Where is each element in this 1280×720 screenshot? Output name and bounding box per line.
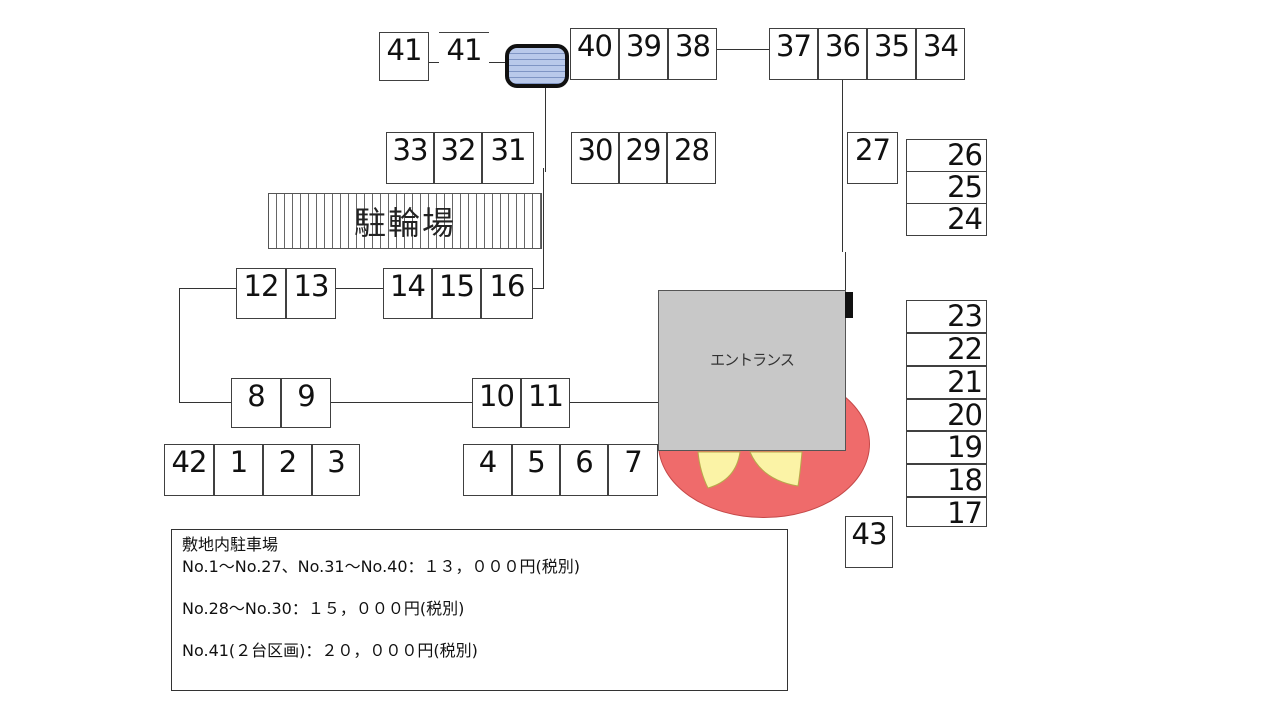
parking-spot-40: 40 <box>570 28 619 80</box>
parking-spot-23: 23 <box>906 300 987 333</box>
parking-spot-4: 4 <box>463 444 512 496</box>
parking-spot-7: 7 <box>608 444 658 496</box>
path-line <box>842 80 843 252</box>
parking-spot-1: 1 <box>214 444 263 496</box>
parking-spot-2: 2 <box>263 444 312 496</box>
parking-spot-34: 34 <box>916 28 965 80</box>
info-line-3: No.41(２台区画)：２０，０００円(税別) <box>182 641 478 660</box>
path-line <box>335 288 383 289</box>
plant-leaf-left <box>697 451 741 489</box>
path-line <box>533 288 544 289</box>
parking-spot-38: 38 <box>668 28 717 80</box>
path-line <box>845 252 846 292</box>
parking-spot-3: 3 <box>312 444 360 496</box>
parking-spot-19: 19 <box>906 431 987 464</box>
parking-spot-12: 12 <box>236 268 286 319</box>
parking-spot-18: 18 <box>906 464 987 497</box>
path-line <box>179 288 180 402</box>
bicycle-parking-label: 駐輪場 <box>353 204 456 242</box>
parking-spot-41b: 41 <box>439 32 489 66</box>
parking-spot-41a: 41 <box>379 32 429 81</box>
entrance-building: エントランス <box>658 290 846 451</box>
parking-spot-33: 33 <box>386 132 434 184</box>
parking-spot-37: 37 <box>769 28 818 80</box>
path-line <box>179 288 236 289</box>
parking-spot-43: 43 <box>845 516 893 568</box>
pricing-info-box: 敷地内駐車場 No.1～No.27、No.31～No.40：１３，０００円(税別… <box>171 529 788 691</box>
parking-spot-28: 28 <box>667 132 716 184</box>
parking-spot-25: 25 <box>906 171 987 204</box>
path-line <box>543 168 544 288</box>
parking-spot-11: 11 <box>521 378 570 428</box>
parking-spot-32: 32 <box>434 132 482 184</box>
parking-spot-16: 16 <box>481 268 533 319</box>
parking-spot-39: 39 <box>619 28 668 80</box>
parking-spot-42: 42 <box>164 444 214 496</box>
parking-spot-10: 10 <box>472 378 521 428</box>
parking-spot-36: 36 <box>818 28 867 80</box>
light-icon <box>505 44 569 88</box>
gate-marker <box>845 292 853 318</box>
info-line-2: No.28～No.30：１５，０００円(税別) <box>182 599 465 618</box>
info-line-1: No.1～No.27、No.31～No.40：１３，０００円(税別) <box>182 557 580 576</box>
parking-spot-22: 22 <box>906 333 987 366</box>
path-line <box>570 402 658 403</box>
parking-spot-35: 35 <box>867 28 916 80</box>
info-title: 敷地内駐車場 <box>182 535 279 554</box>
parking-spot-29: 29 <box>619 132 667 184</box>
parking-spot-14: 14 <box>383 268 432 319</box>
parking-spot-26: 26 <box>906 139 987 172</box>
parking-spot-9: 9 <box>281 378 331 428</box>
plant-icon <box>697 451 803 489</box>
parking-spot-8: 8 <box>231 378 281 428</box>
path-line <box>716 49 770 50</box>
parking-spot-17: 17 <box>906 497 987 528</box>
parking-spot-15: 15 <box>432 268 481 319</box>
parking-spot-30: 30 <box>571 132 619 184</box>
parking-spot-31: 31 <box>482 132 534 184</box>
path-line <box>545 86 546 172</box>
parking-spot-6: 6 <box>560 444 608 496</box>
parking-spot-24: 24 <box>906 203 987 236</box>
entrance-label: エントランス <box>710 351 795 369</box>
plant-leaf-right <box>749 451 803 487</box>
parking-spot-21: 21 <box>906 366 987 399</box>
bicycle-parking: 駐輪場 <box>268 193 542 249</box>
parking-spot-5: 5 <box>512 444 560 496</box>
parking-spot-27: 27 <box>847 132 898 184</box>
parking-spot-20: 20 <box>906 399 987 431</box>
parking-spot-13: 13 <box>286 268 336 319</box>
path-line <box>179 402 232 403</box>
path-line <box>331 402 472 403</box>
